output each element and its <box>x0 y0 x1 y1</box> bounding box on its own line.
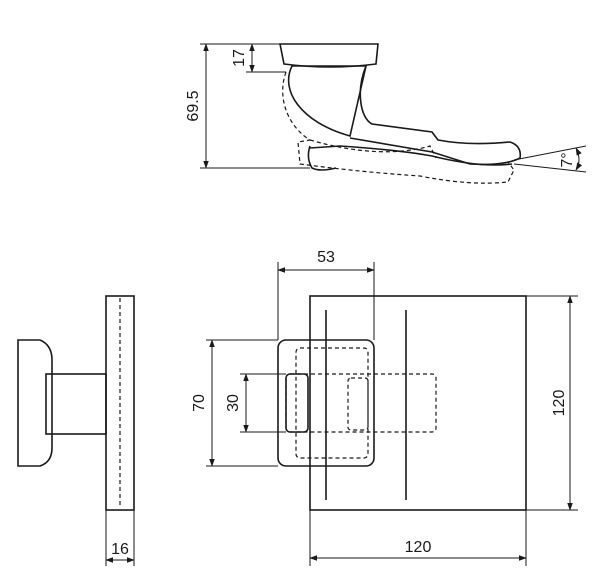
knob-cap-profile <box>17 339 53 467</box>
dim-plate-depth: 16 <box>111 541 129 558</box>
profile-view: 16 <box>17 295 135 566</box>
dim-mount-height: 70 <box>191 394 208 412</box>
hook-base-cap <box>279 43 379 68</box>
dim-slot-height: 30 <box>225 394 242 412</box>
side-elevation-view: 17 69.5 7° <box>185 43 587 184</box>
wall-plate-front <box>309 295 527 511</box>
dim-total-height: 69.5 <box>185 90 202 121</box>
slot-front <box>285 373 309 433</box>
front-view: 53 70 30 120 120 <box>191 249 578 566</box>
hook-lower-bar <box>309 145 513 166</box>
dim-plate-height: 120 <box>551 390 568 417</box>
hook-arm <box>287 65 368 137</box>
hook-tilted-ghost <box>282 71 515 184</box>
dim-plate-width: 120 <box>405 539 432 556</box>
stem-profile <box>45 373 107 435</box>
dim-tilt-angle: 7° <box>559 152 576 167</box>
dim-hook-offset: 53 <box>317 249 335 266</box>
dim-base-height: 17 <box>231 49 248 67</box>
mount-block-front <box>277 339 375 467</box>
